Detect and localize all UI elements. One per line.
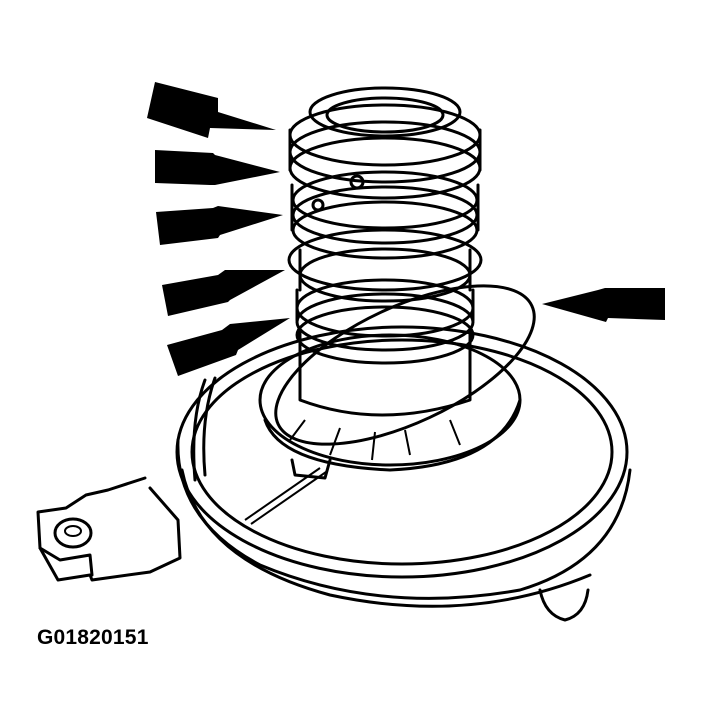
arrow-4 — [162, 270, 285, 316]
arrow-1 — [147, 82, 276, 138]
arrow-3 — [156, 206, 283, 245]
large-o-ring — [274, 284, 536, 446]
seal-stack — [287, 86, 483, 417]
arrow-2 — [155, 150, 280, 185]
arrow-6 — [542, 288, 665, 322]
mounting-tab — [36, 476, 182, 582]
figure-id-label: G01820151 — [37, 626, 149, 649]
base-flange — [175, 325, 632, 622]
arrow-5 — [167, 318, 290, 376]
callout-arrows — [147, 82, 665, 376]
